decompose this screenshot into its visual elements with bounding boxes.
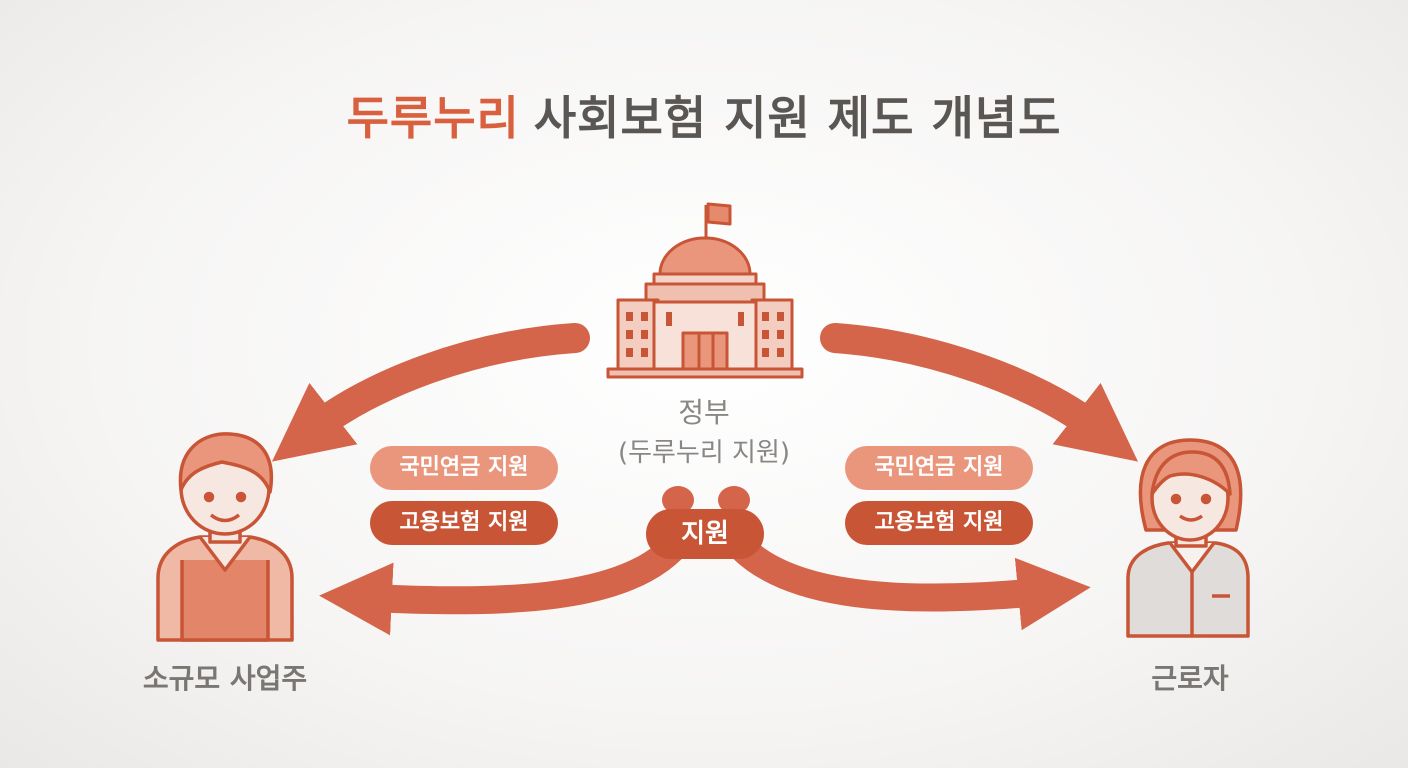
- worker-label: 근로자: [1151, 662, 1229, 695]
- worker-person-icon: [1126, 438, 1250, 638]
- arrow-gov-to-employer: [271, 323, 590, 462]
- left-badge-pension: 국민연금 지원: [370, 446, 558, 490]
- right-badge-pension: 국민연금 지원: [845, 446, 1033, 490]
- left-badge-employment: 고용보험 지원: [370, 501, 558, 545]
- title-rest: 사회보험 지원 제도 개념도: [533, 91, 1062, 145]
- center-support-badge: 지원: [646, 509, 764, 559]
- government-building-icon: [606, 202, 804, 379]
- arrow-gov-to-worker: [820, 323, 1139, 462]
- government-label: 정부 (두루누리 지원): [604, 393, 804, 473]
- handshake-icon: [662, 486, 750, 514]
- employer-person-icon: [156, 432, 294, 642]
- right-badge-employment: 고용보험 지원: [845, 501, 1033, 545]
- government-sub: (두루누리 지원): [617, 438, 791, 468]
- government-name: 정부: [678, 396, 730, 429]
- employer-label: 소규모 사업주: [142, 662, 308, 695]
- title-accent: 두루누리: [346, 91, 520, 145]
